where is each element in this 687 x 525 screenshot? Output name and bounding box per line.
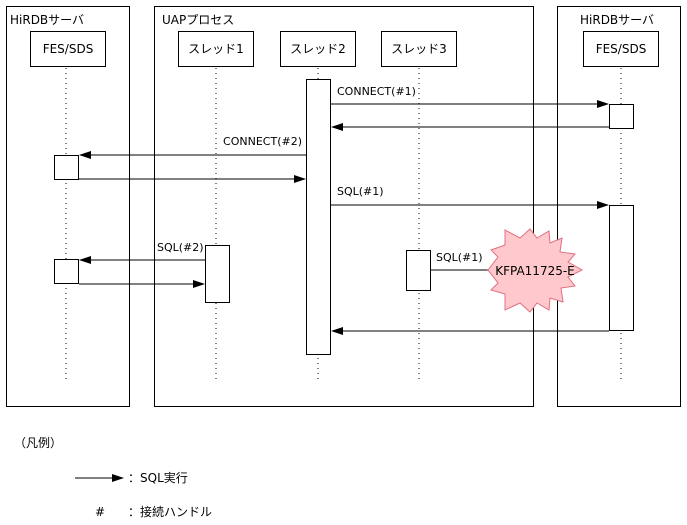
activation-fes-right-connect [609, 104, 634, 129]
activation-fes-left-sql [54, 259, 79, 284]
participant-thread3-label: スレッド3 [391, 42, 447, 56]
uap-process-frame [154, 6, 534, 407]
participant-fes-right [583, 31, 659, 67]
participant-thread2 [280, 31, 356, 67]
participant-thread2-label: スレッド2 [290, 42, 346, 56]
participant-fes-right-label: FES/SDS [596, 42, 647, 56]
activation-thread1 [205, 245, 230, 303]
right-server-title: HiRDBサーバ [580, 13, 654, 27]
participant-thread3 [381, 31, 457, 67]
message-sql1-thread3-label: SQL(#1) [436, 251, 483, 264]
left-server-title: HiRDBサーバ [10, 13, 84, 27]
participant-fes-left [30, 31, 106, 67]
error-burst-shape [487, 228, 584, 313]
left-server-frame [6, 6, 130, 407]
activation-thread2 [306, 79, 331, 355]
uap-process-title: UAPプロセス [162, 13, 234, 27]
participant-thread1-label: スレッド1 [188, 42, 244, 56]
message-connect1-label: CONNECT(#1) [337, 85, 416, 98]
activation-thread3 [406, 250, 431, 291]
message-connect2-label: CONNECT(#2) [223, 135, 302, 148]
participant-thread1 [178, 31, 254, 67]
legend-title: （凡例） [14, 436, 62, 450]
message-sql1-label: SQL(#1) [337, 185, 384, 198]
legend-hash-text: ：接続ハンドル [128, 504, 212, 519]
activation-fes-right-sql [609, 205, 634, 331]
legend-arrow-text: ：SQL実行 [128, 470, 188, 485]
legend-hash-symbol: # [95, 505, 105, 519]
participant-fes-left-label: FES/SDS [43, 42, 94, 56]
error-burst-label: KFPA11725-E [495, 264, 575, 278]
message-sql2-label: SQL(#2) [157, 241, 204, 254]
activation-fes-left-connect [54, 155, 79, 180]
